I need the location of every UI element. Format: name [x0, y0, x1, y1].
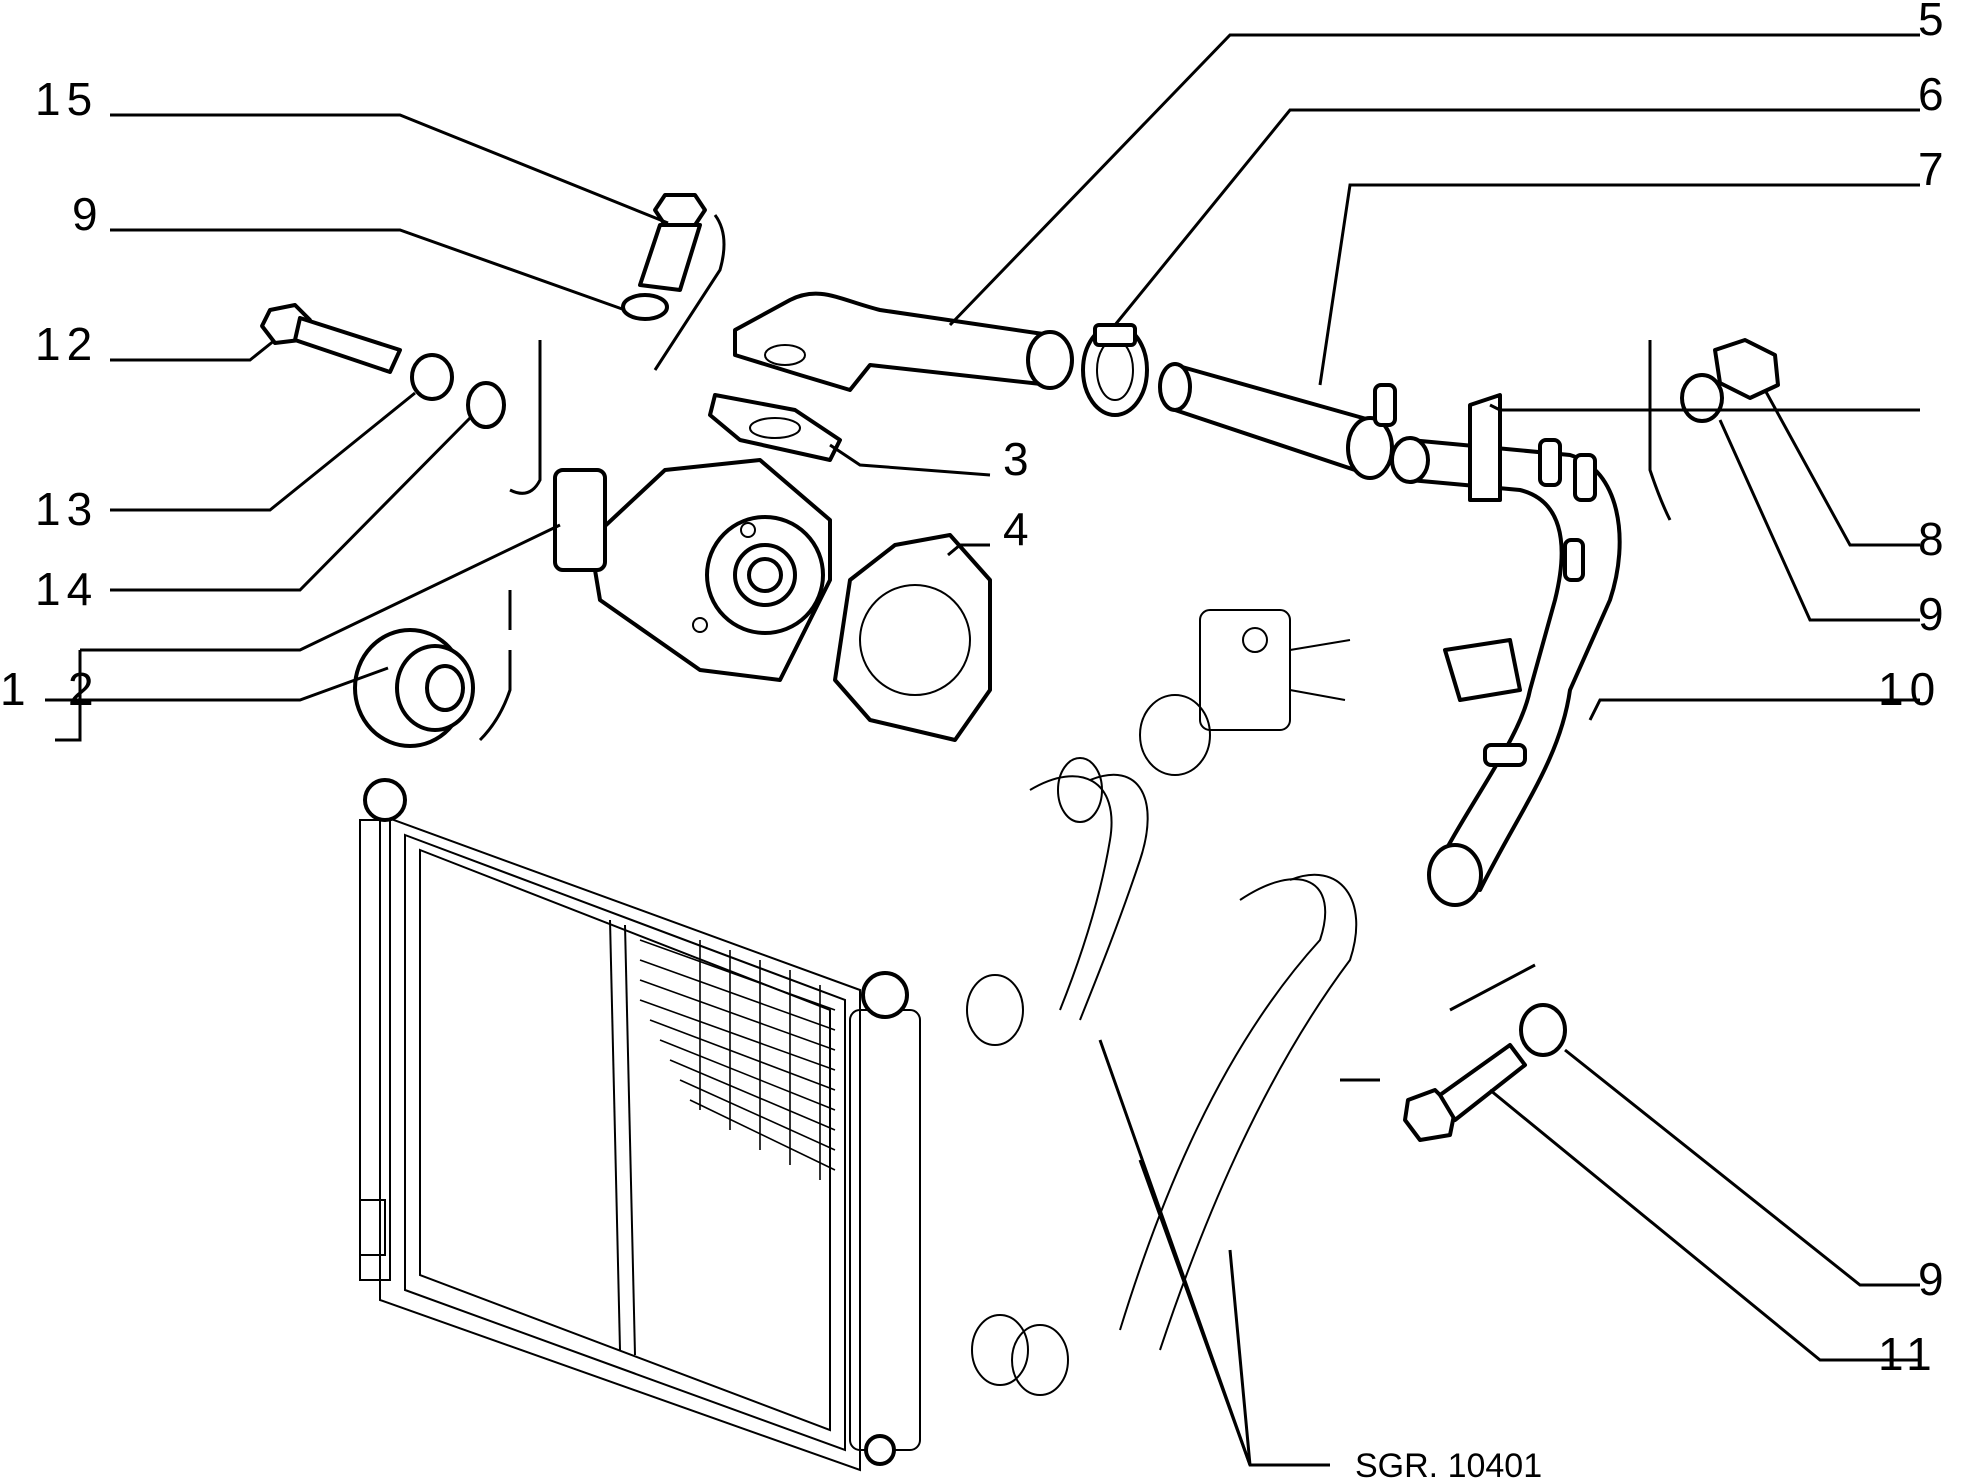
- washer-9-top: [621, 293, 669, 321]
- callout-11: 11: [1878, 1328, 1938, 1380]
- washer-13: [410, 353, 454, 401]
- radiator: [359, 778, 1029, 1472]
- pump-pulley: [353, 628, 475, 748]
- bracket-marks: [478, 214, 1672, 1082]
- washer-9-right: [1680, 373, 1724, 423]
- flange-gasket: [708, 393, 842, 462]
- metal-pipe: [1390, 393, 1622, 907]
- callout-9-lower-right: 9: [1918, 1253, 1950, 1305]
- callout-2: 2: [68, 663, 100, 715]
- leader-lines: [45, 33, 1920, 1467]
- washer-14: [466, 381, 506, 429]
- callout-9-right: 9: [1918, 588, 1950, 640]
- washer-9-bottom: [1519, 1003, 1567, 1057]
- bolt-12: [260, 303, 402, 374]
- bolt-15: [638, 193, 707, 292]
- callout-1: 1: [0, 663, 32, 715]
- callout-9-upper-left: 9: [72, 188, 104, 240]
- callout-6: 6: [1918, 68, 1950, 120]
- bolt-11: [1403, 1043, 1527, 1142]
- callout-3: 3: [1003, 433, 1035, 485]
- callout-7: 7: [1918, 143, 1950, 195]
- callout-15: 15: [35, 73, 98, 125]
- drawing-code: SGR. 10401: [1355, 1447, 1542, 1482]
- callout-5: 5: [1918, 0, 1950, 45]
- coolant-hose: [1158, 362, 1397, 480]
- callout-13: 13: [35, 483, 98, 535]
- thermostat-housing: [1139, 609, 1351, 776]
- callout-10: 10: [1878, 663, 1941, 715]
- callout-4: 4: [1003, 503, 1035, 555]
- callout-8: 8: [1918, 513, 1950, 565]
- water-pump: [553, 458, 832, 682]
- outlet-pipe: [733, 291, 1074, 392]
- lower-hoses: [1011, 757, 1358, 1396]
- nut-8: [1713, 338, 1780, 400]
- pump-gasket: [833, 533, 992, 742]
- hose-clamp: [1081, 323, 1149, 417]
- callout-14: 14: [35, 563, 98, 615]
- callout-12: 12: [35, 318, 98, 370]
